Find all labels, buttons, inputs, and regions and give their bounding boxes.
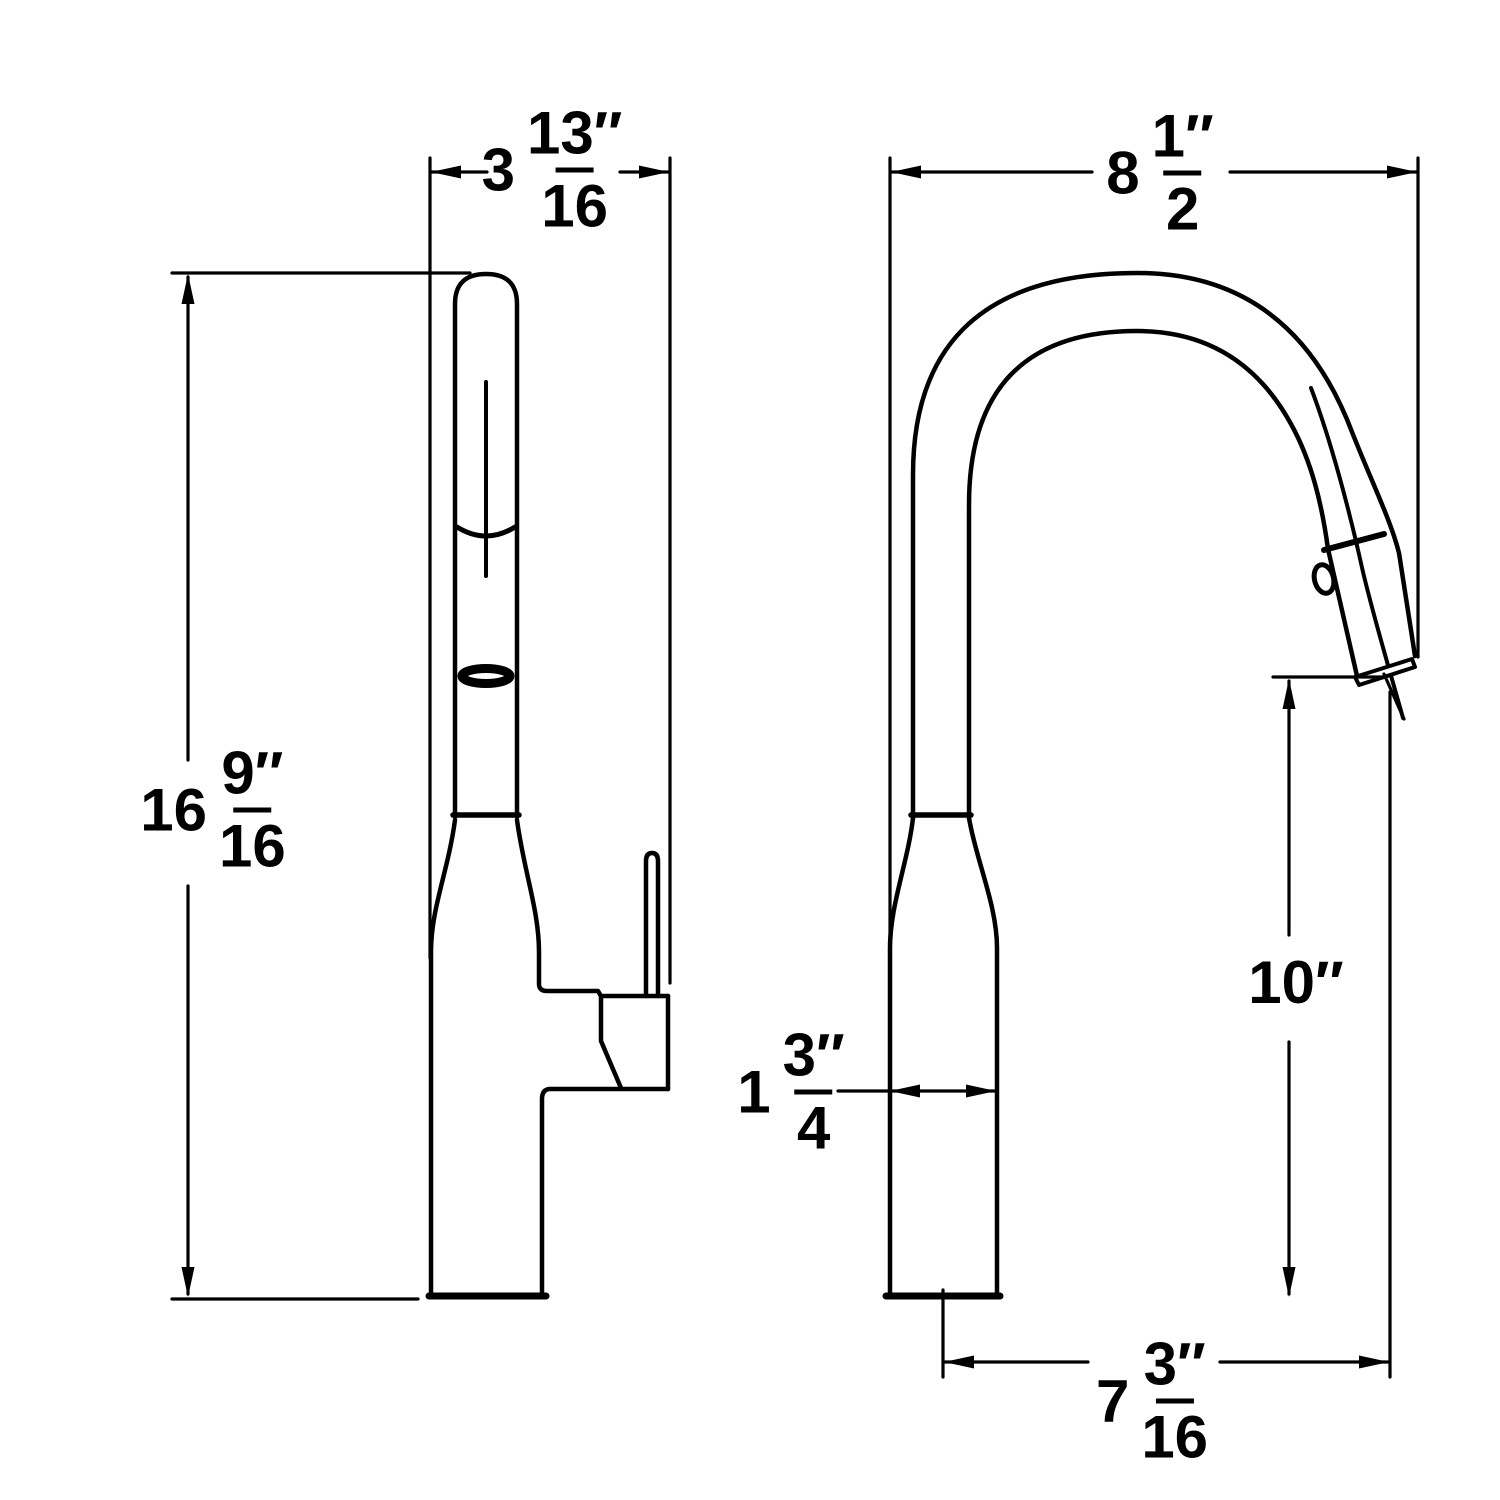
arrow-right-icon: [1359, 1355, 1389, 1369]
front-body-right-edge: [966, 815, 1000, 1296]
dim-label-bottom-right: 7 3″ 16: [1095, 1330, 1209, 1471]
fraction-numerator: 3″: [1143, 1330, 1206, 1398]
arrow-up-icon: [1282, 679, 1296, 709]
front-view-faucet: [882, 270, 1418, 1300]
fraction-bar: [1155, 1398, 1194, 1404]
gooseneck-outer-curve: [910, 270, 1418, 821]
wand-sleeve-arc: [454, 524, 518, 539]
fraction-denominator: 16: [219, 812, 286, 880]
dim-label-top-right: 8 1″ 2: [1106, 102, 1214, 243]
dim-716-ext-right-slant: [1382, 672, 1406, 721]
dim-middle-diameter: [836, 1084, 998, 1098]
dim-right-10: [1271, 675, 1387, 1297]
dim-top-left: [428, 156, 672, 985]
fraction-bar: [233, 807, 272, 813]
fraction-numerator: 3″: [782, 1021, 845, 1089]
arrow-up-icon: [181, 274, 195, 304]
dim-whole-number: 3: [481, 136, 515, 203]
dim-fraction: 9″ 16: [219, 739, 286, 880]
aerator-face: [1353, 657, 1417, 687]
dim-label-middle: 1 3″ 4: [737, 1021, 845, 1162]
arrow-down-icon: [1282, 1267, 1296, 1297]
arrow-down-icon: [181, 1267, 195, 1297]
dim-label-left: 16 9″ 16: [140, 739, 286, 880]
fraction-denominator: 2: [1165, 175, 1200, 243]
dim-fraction: 3″ 16: [1141, 1330, 1209, 1471]
arrow-right-icon: [966, 1084, 996, 1098]
handle-base-slant-edge: [598, 993, 624, 1091]
dim-bottom-right: [941, 672, 1406, 1379]
dim-label-top-left: 3 13″ 16: [481, 99, 623, 240]
dim-fraction: 1″ 2: [1151, 102, 1214, 243]
arrow-right-icon: [639, 165, 669, 179]
arrow-left-icon: [890, 1084, 920, 1098]
dim-whole-number: 1: [737, 1058, 771, 1125]
dim-whole-number: 8: [1106, 139, 1140, 206]
fraction-bar: [555, 167, 594, 173]
arrow-right-icon: [1387, 165, 1417, 179]
arrow-left-icon: [944, 1355, 974, 1369]
front-body-left-edge: [887, 815, 916, 1296]
dim-left-height: [170, 271, 472, 1301]
fraction-denominator: 16: [541, 172, 609, 240]
dim-fraction: 13″ 16: [526, 99, 623, 240]
handle-base-bottom-and-body-edge: [539, 1086, 671, 1296]
spray-button-side: [457, 664, 515, 688]
gooseneck-inner-curve: [966, 328, 1360, 821]
body-left-edge: [428, 817, 458, 1296]
dim-label-right: 10″: [1248, 953, 1343, 1013]
arrow-left-icon: [891, 165, 921, 179]
side-view-faucet: [425, 271, 671, 1300]
sprayhead-joint-line: [1321, 531, 1387, 553]
fraction-denominator: 16: [1141, 1403, 1209, 1471]
fraction-denominator: 4: [796, 1094, 831, 1162]
fraction-numerator: 9″: [221, 739, 284, 807]
fraction-bar: [1163, 170, 1202, 176]
spray-button-front: [1311, 562, 1337, 596]
fraction-bar: [794, 1089, 833, 1095]
dim-whole-number: 16: [140, 776, 207, 843]
arrow-left-icon: [431, 165, 461, 179]
fraction-numerator: 13″: [526, 99, 623, 167]
fraction-numerator: 1″: [1151, 102, 1214, 170]
dim-value: 10″: [1248, 949, 1344, 1016]
body-right-edge-step: [514, 817, 671, 999]
dim-fraction: 3″ 4: [782, 1021, 845, 1162]
wand-outline: [452, 271, 520, 820]
dim-whole-number: 7: [1095, 1367, 1130, 1434]
handle-lever: [643, 850, 661, 999]
dimension-lines: [170, 156, 1420, 1379]
dim-top-right: [888, 156, 1420, 952]
